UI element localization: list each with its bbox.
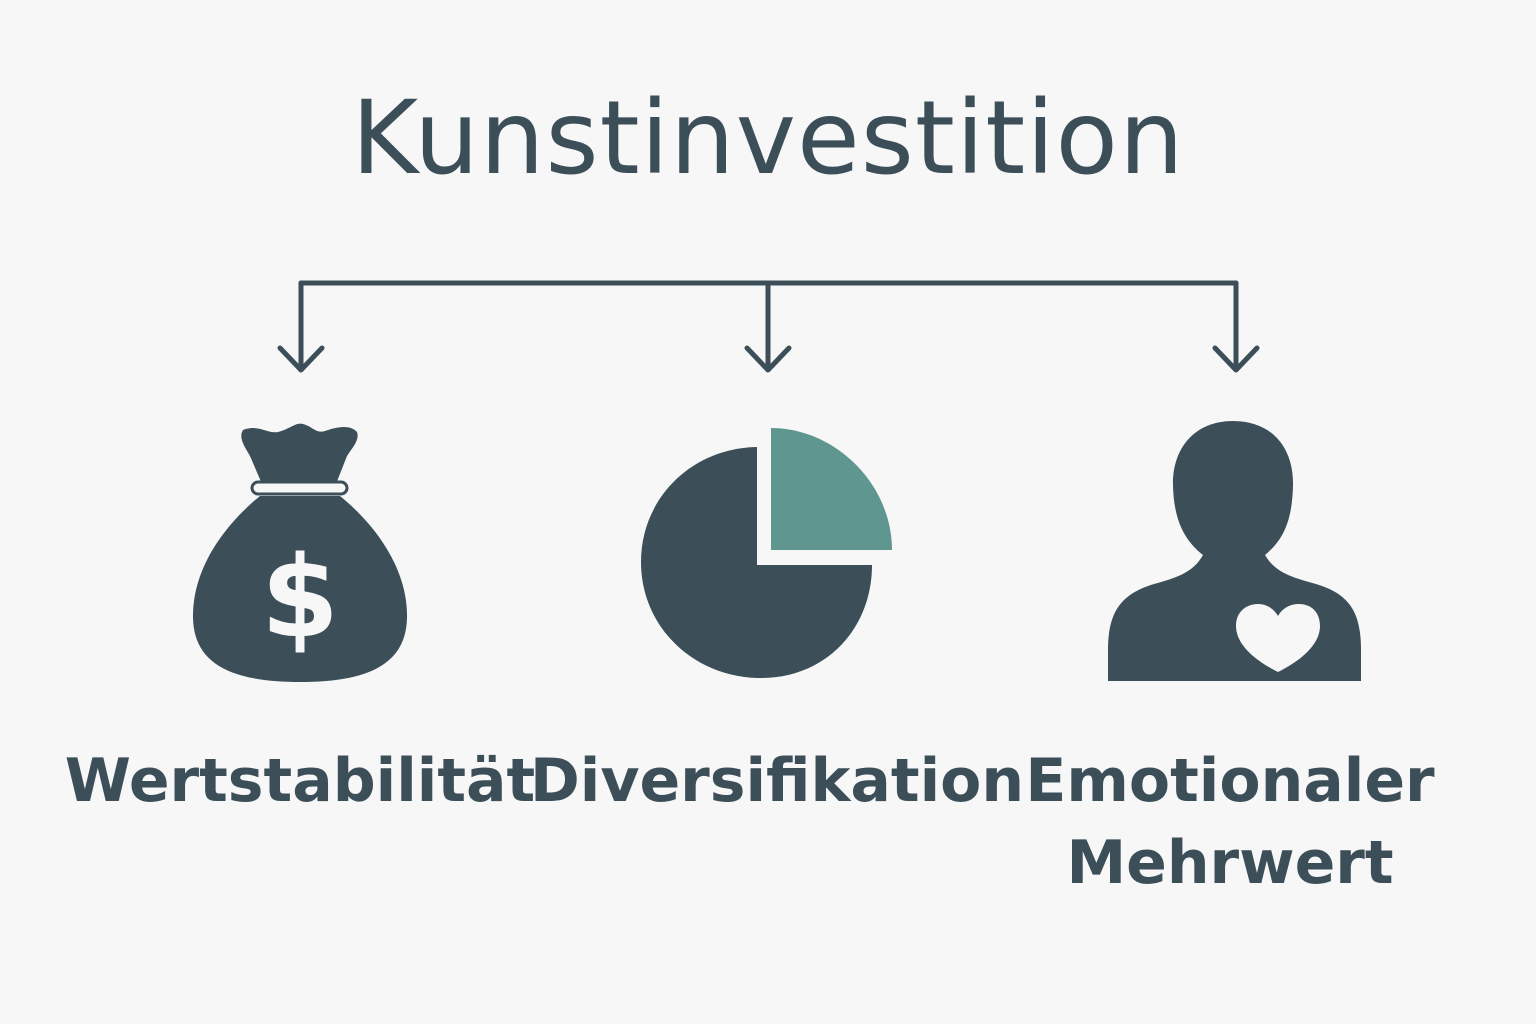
pie-accent-segment [771,428,892,550]
arrowhead-left [277,345,325,373]
connector-lines [277,280,1260,373]
arrowhead-right [1212,345,1260,373]
diagram-title: Kunstinvestition [351,79,1185,198]
label-line-mehrwert: Mehrwert [1066,828,1394,898]
arrowhead-center [744,345,792,373]
money-bag-icon: $ [192,423,408,682]
pie-chart-icon [641,428,892,679]
person-heart-icon [1108,421,1361,681]
label-line-emotionaler: Emotionaler [1025,746,1435,816]
label-wertstabilitaet: Wertstabilität [64,746,536,816]
label-emotionaler-mehrwert: Emotionaler Mehrwert [990,740,1470,904]
heart-icon [1236,604,1320,672]
svg-text:$: $ [261,533,339,663]
pie-main-segment [641,447,872,679]
label-diversifikation: Diversifikation [530,746,1025,816]
